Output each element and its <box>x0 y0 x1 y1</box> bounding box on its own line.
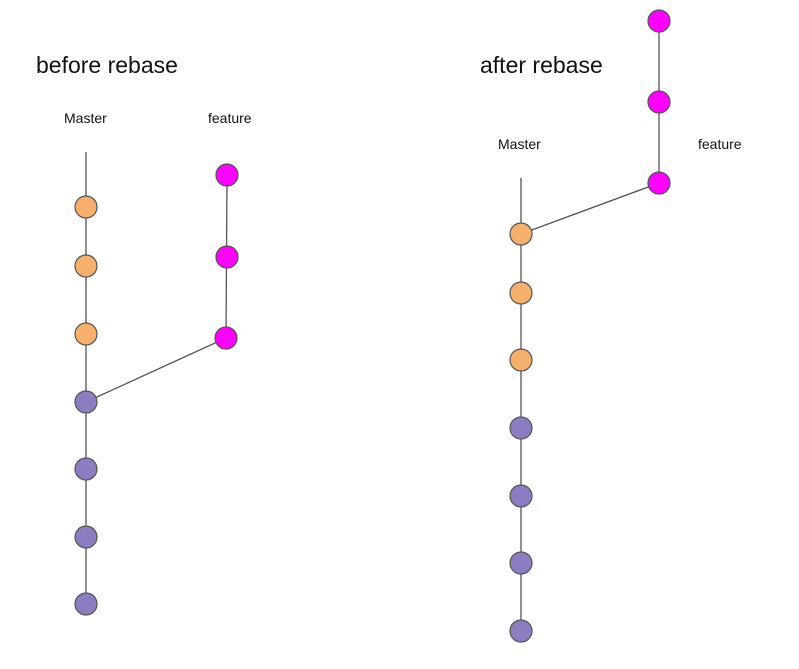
before-base-commit <box>74 457 98 481</box>
before-master-commit <box>74 195 98 219</box>
before-base-commit <box>74 525 98 549</box>
before-master-label: Master <box>64 110 107 126</box>
before-base-commit <box>74 592 98 616</box>
after-master-commit <box>509 281 533 305</box>
before-branch-edge <box>85 337 227 403</box>
after-rebase-title: after rebase <box>480 52 603 78</box>
after-master-commit <box>509 222 533 246</box>
before-master-commit <box>74 254 98 278</box>
after-base-commit <box>509 619 533 643</box>
after-feature-commit <box>647 171 671 195</box>
before-master-commit <box>74 322 98 346</box>
after-branch-edge <box>520 182 660 235</box>
after-feature-commit <box>647 90 671 114</box>
after-base-commit <box>509 551 533 575</box>
after-master-label: Master <box>498 136 541 152</box>
after-base-commit <box>509 416 533 440</box>
after-feature-commit <box>647 9 671 33</box>
after-base-commit <box>509 484 533 508</box>
after-master-commit <box>509 348 533 372</box>
before-feature-commit <box>215 163 239 187</box>
after-feature-label: feature <box>698 136 742 152</box>
before-rebase-title: before rebase <box>36 52 178 78</box>
before-base-commit <box>74 390 98 414</box>
before-feature-label: feature <box>208 110 252 126</box>
before-feature-commit <box>215 245 239 269</box>
before-feature-commit <box>214 326 238 350</box>
